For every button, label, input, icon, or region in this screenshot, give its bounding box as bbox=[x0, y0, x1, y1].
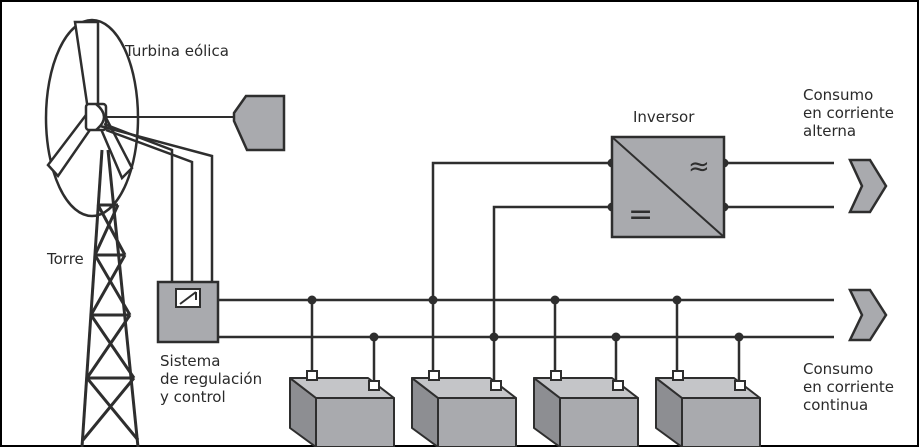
tower-icon bbox=[80, 149, 140, 447]
generator-icon bbox=[232, 94, 286, 152]
tower-label: Torre bbox=[47, 250, 84, 268]
dc-consumption-line-1: Consumo bbox=[803, 360, 874, 378]
dc-symbol: = bbox=[628, 197, 653, 232]
dc-consumption-label: Consumo en corriente continua bbox=[803, 360, 894, 414]
battery-icon bbox=[411, 370, 517, 447]
ac-consumption-label: Consumo en corriente alterna bbox=[803, 86, 894, 140]
turbine-cables bbox=[99, 122, 214, 282]
control-system-line-2: de regulación bbox=[160, 370, 263, 388]
control-system-label: Sistema de regulación y control bbox=[160, 352, 262, 406]
battery-icon bbox=[655, 370, 761, 447]
dc-consumption-line-2: en corriente bbox=[803, 378, 895, 396]
ac-output-lines bbox=[724, 161, 834, 209]
output-arrow-icon bbox=[848, 158, 888, 342]
inverter-label: Inversor bbox=[633, 108, 695, 126]
ac-consumption-line-3: alterna bbox=[803, 122, 857, 140]
battery-icon bbox=[289, 370, 395, 447]
battery-bank bbox=[289, 370, 761, 447]
dc-consumption-line-3: continua bbox=[803, 396, 869, 414]
inverter-icon: ≈ = bbox=[610, 135, 726, 239]
dc-bus bbox=[218, 298, 834, 339]
battery-icon bbox=[533, 370, 639, 447]
turbine-label: Turbina eólica bbox=[125, 42, 229, 60]
inverter-feed bbox=[431, 161, 612, 385]
battery-leads bbox=[310, 300, 741, 385]
controller-icon bbox=[156, 280, 220, 344]
ac-symbol: ≈ bbox=[688, 152, 710, 182]
control-system-line-1: Sistema bbox=[160, 352, 221, 370]
ac-consumption-line-1: Consumo bbox=[803, 86, 874, 104]
ac-consumption-line-2: en corriente bbox=[803, 104, 895, 122]
control-system-line-3: y control bbox=[160, 388, 226, 406]
